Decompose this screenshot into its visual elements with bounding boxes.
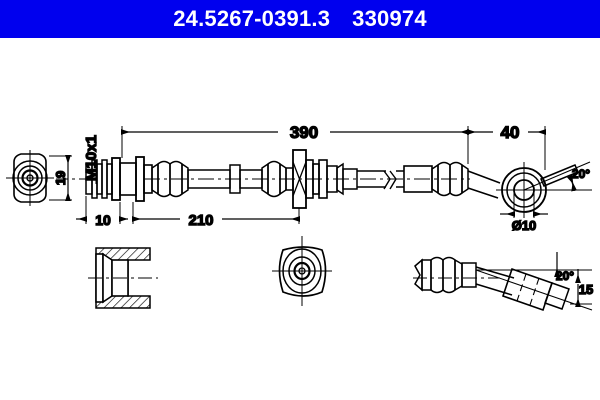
dimension-390-label: 390 bbox=[290, 123, 318, 142]
technical-drawing-svg: 19 M10x1 bbox=[6, 122, 594, 312]
dimension-40-label: 40 bbox=[501, 123, 520, 142]
dimension-eye-diameter bbox=[500, 190, 548, 218]
hose-right-run bbox=[357, 161, 501, 199]
dimension-19-label: 19 bbox=[53, 171, 68, 185]
reference-number-label: 330974 bbox=[352, 6, 427, 31]
angle-marker-main bbox=[523, 161, 592, 192]
angle-main-label: 20° bbox=[572, 167, 590, 181]
part-number-label: 24.5267-0391.3 bbox=[173, 6, 331, 31]
dimension-40 bbox=[467, 126, 546, 170]
drawing-area: 19 M10x1 bbox=[0, 38, 600, 400]
dimension-210-label: 210 bbox=[188, 212, 213, 229]
dimension-19 bbox=[49, 155, 72, 201]
bracket-section-detail bbox=[88, 247, 158, 309]
dimension-10 bbox=[76, 196, 128, 224]
angle-marker-detail bbox=[554, 252, 592, 307]
left-end-face-view bbox=[6, 150, 54, 206]
header-banner: 24.5267-0391.3 330974 bbox=[0, 0, 600, 38]
header-title-group: 24.5267-0391.3 330974 bbox=[173, 8, 427, 30]
banjo-end-detail bbox=[413, 256, 593, 312]
angle-detail-label: 20° bbox=[556, 269, 574, 283]
eye-diameter-label: Ø10 bbox=[512, 218, 537, 233]
bracket-face-detail bbox=[272, 236, 332, 306]
dimension-10-label: 10 bbox=[95, 212, 111, 228]
offset-detail-label: 15 bbox=[579, 282, 593, 297]
dimension-210 bbox=[132, 202, 300, 224]
